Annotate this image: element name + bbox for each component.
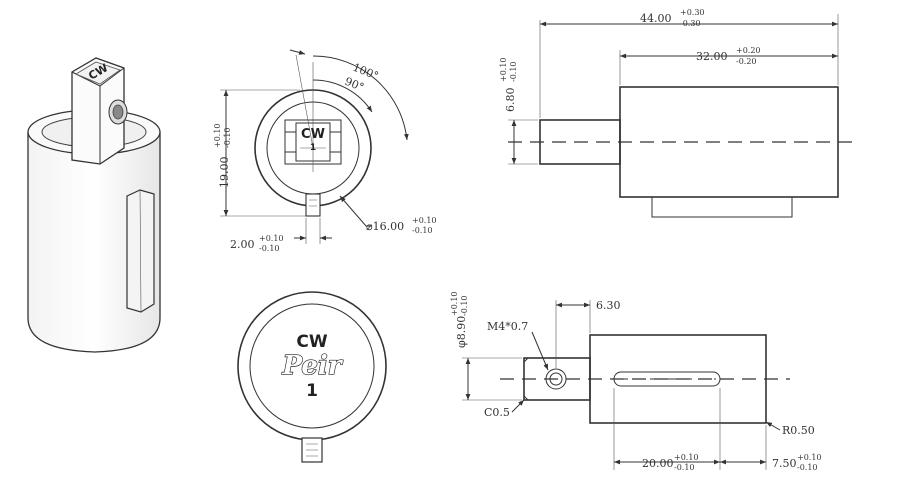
side-thread-label: M4*0.7 [487, 320, 528, 333]
front-diameter-tol-plus: +0.10 [412, 216, 437, 225]
face-view: CW Peir 1 [237, 291, 387, 463]
front-height-tol-minus: -0.10 [223, 127, 232, 148]
side-diameter-tol-plus: +0.10 [450, 291, 459, 316]
front-diameter-value: ⌀16.00 [366, 220, 404, 233]
front-view: 100° 90° CW 1 19.00 +0.10 -0.10 2.00 +0.… [213, 49, 437, 253]
angle-inner: 90° [343, 75, 366, 94]
front-diameter-tol-minus: -0.10 [412, 226, 433, 235]
side-diameter-value: φ8.90 [455, 316, 468, 348]
front-marking-sub: 1 [310, 143, 316, 153]
top-view: 44.00 +0.30 -0.30 32.00 +0.20 -0.20 6.80… [499, 8, 858, 218]
top-shaft-tol-minus: -0.10 [509, 61, 518, 82]
side-radius-label: R0.50 [782, 424, 815, 437]
side-slot-offset-tol-plus: +0.10 [797, 453, 822, 462]
side-chamfer-label: C0.5 [484, 406, 510, 419]
side-diameter-tol-minus: -0.10 [460, 295, 469, 316]
top-shaft-tol-plus: +0.10 [499, 57, 508, 82]
front-slot-tol-minus: -0.10 [259, 244, 280, 253]
side-slot-length-tol-plus: +0.10 [674, 453, 699, 462]
face-brand: Peir [282, 351, 344, 381]
isometric-view: CW [27, 57, 161, 353]
front-slot-value: 2.00 [230, 238, 255, 251]
top-overall-tol-plus: +0.30 [680, 8, 705, 17]
top-body-tol-plus: +0.20 [736, 46, 761, 55]
face-number: 1 [306, 381, 318, 401]
side-slot-offset-tol-minus: -0.10 [797, 463, 818, 472]
side-slot-length-tol-minus: -0.10 [674, 463, 695, 472]
front-marking: CW [301, 127, 325, 142]
top-body-value: 32.00 [696, 50, 728, 63]
top-shaft-value: 6.80 [504, 88, 517, 113]
face-marking: CW [296, 332, 327, 352]
front-slot-tol-plus: +0.10 [259, 234, 284, 243]
front-height-value: 19.00 [218, 157, 231, 189]
side-offset-value: 6.30 [596, 299, 621, 312]
top-overall-value: 44.00 [640, 12, 672, 25]
top-body-tol-minus: -0.20 [736, 57, 757, 66]
side-slot-offset-value: 7.50 [772, 457, 797, 470]
front-height-tol-plus: +0.10 [213, 123, 222, 148]
side-view: φ8.90 +0.10 -0.10 6.30 M4*0.7 C0.5 R0.50… [450, 291, 822, 472]
top-overall-tol-minus: -0.30 [680, 19, 701, 28]
side-slot-length-value: 20.00 [642, 457, 674, 470]
